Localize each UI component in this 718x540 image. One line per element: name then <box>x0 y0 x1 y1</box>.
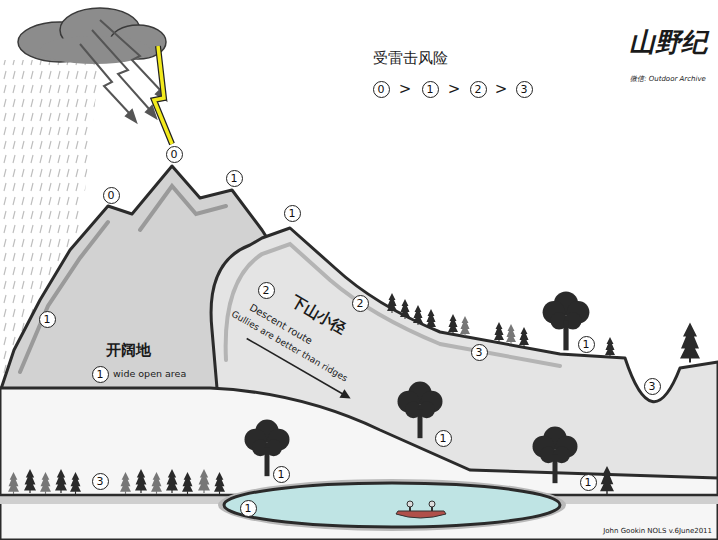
callout-number: 2 <box>475 84 482 95</box>
credit: John Gookin NOLS v.6June2011 <box>603 528 712 536</box>
callout-number: 3 <box>649 381 656 392</box>
risk-circle: 1 <box>435 430 452 447</box>
risk-circle: 1 <box>39 311 56 328</box>
callout-number: 1 <box>44 314 51 325</box>
risk-circle: 3 <box>92 473 109 490</box>
risk-circle: 1 <box>422 81 439 98</box>
callout-number: 3 <box>521 84 528 95</box>
risk-circle: 3 <box>471 344 488 361</box>
callout-number: 1 <box>289 208 296 219</box>
risk-circle: 1 <box>240 500 257 517</box>
callout-number: 2 <box>357 298 364 309</box>
risk-circle: 2 <box>470 81 487 98</box>
callout-number: 1 <box>245 503 252 514</box>
callout-number: 1 <box>427 84 434 95</box>
risk-circle: 1 <box>92 366 109 383</box>
greater-than: > <box>495 81 508 98</box>
risk-circle: 1 <box>580 474 597 491</box>
greater-than: > <box>448 81 461 98</box>
callout-number: 0 <box>378 84 385 95</box>
logo: 山野纪 <box>629 28 707 57</box>
callout-number: 0 <box>171 149 178 160</box>
callout-number: 3 <box>476 347 483 358</box>
callout-number: 1 <box>231 173 238 184</box>
callout-number: 2 <box>263 285 270 296</box>
callout-number: 1 <box>440 433 447 444</box>
area-subtitle: wide open area <box>113 369 186 379</box>
callout-number: 0 <box>108 190 115 201</box>
risk-circle: 3 <box>644 378 661 395</box>
legend-title: 受雷击风险 <box>373 50 448 67</box>
greater-than: > <box>399 81 412 98</box>
callout-number: 1 <box>585 477 592 488</box>
risk-circle: 1 <box>273 466 290 483</box>
risk-circle: 1 <box>578 336 595 353</box>
risk-circle: 2 <box>352 295 369 312</box>
risk-circle: 3 <box>516 81 533 98</box>
callout-number: 1 <box>97 369 104 380</box>
callout-number: 1 <box>583 339 590 350</box>
watermark: 微信: Outdoor Archive <box>630 76 706 84</box>
risk-circle: 0 <box>373 81 390 98</box>
callout-number: 1 <box>278 469 285 480</box>
risk-circle: 0 <box>103 187 120 204</box>
risk-circle: 2 <box>258 282 275 299</box>
risk-circle: 0 <box>166 146 183 163</box>
area-title: 开阔地 <box>106 342 151 359</box>
risk-circle: 1 <box>226 170 243 187</box>
callout-number: 3 <box>97 476 104 487</box>
risk-circle: 1 <box>284 205 301 222</box>
